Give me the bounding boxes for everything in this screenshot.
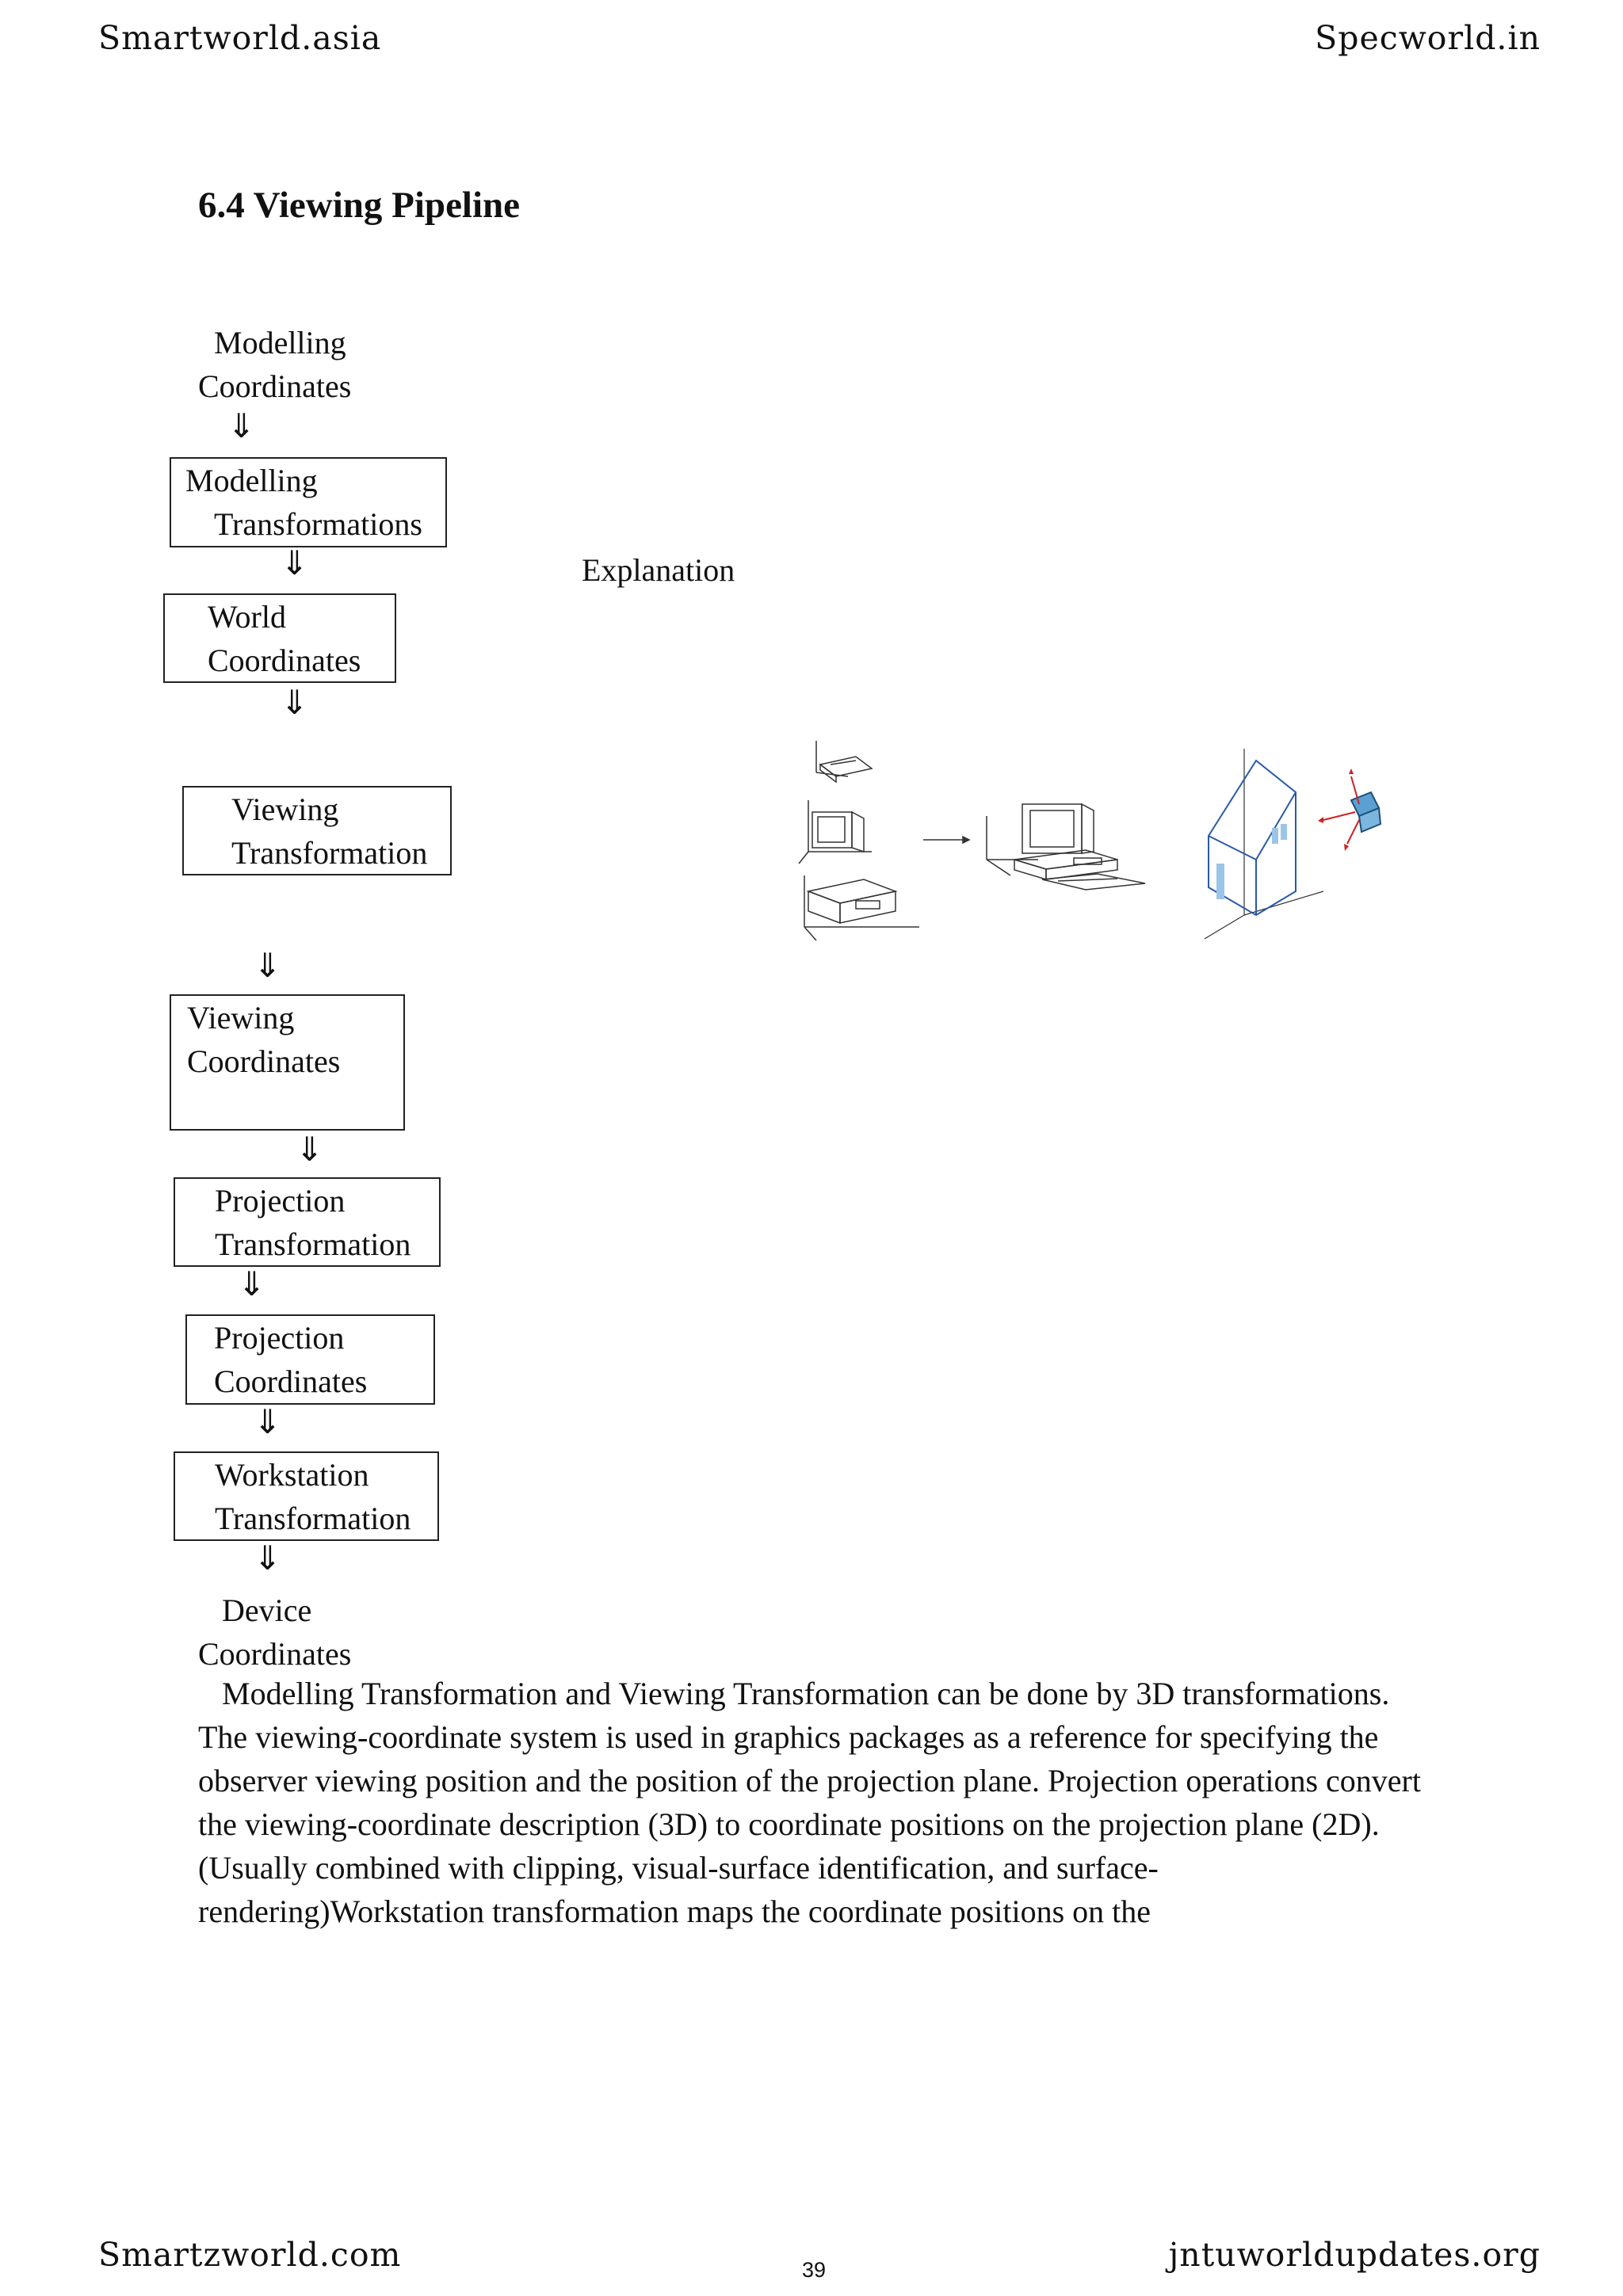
- step-label: World: [208, 599, 286, 635]
- computer-parts-icon: [798, 741, 919, 941]
- step-world-coordinates: World Coordinates: [163, 593, 396, 683]
- step-label: Projection: [215, 1183, 346, 1219]
- step-label: Viewing: [231, 791, 339, 827]
- house-with-camera-icon: [1204, 749, 1382, 940]
- step-modelling-transformations: Modelling Transformations: [170, 457, 447, 547]
- coordinate-illustration: [798, 741, 1382, 941]
- transform-arrow-icon: [923, 835, 971, 845]
- paragraph-line: observer viewing position and the positi…: [198, 1763, 1421, 1798]
- step-viewing-coordinates: Viewing Coordinates: [170, 994, 405, 1131]
- pipeline-start-label: Modelling Coordinates: [198, 321, 351, 408]
- flow-arrow: ⇓: [254, 1402, 282, 1441]
- paragraph-line: Modelling Transformation and Viewing Tra…: [222, 1676, 1390, 1711]
- end-label-line1: Device: [222, 1592, 312, 1628]
- paragraph-line: (Usually combined with clipping, visual-…: [198, 1850, 1159, 1886]
- step-label: Transformation: [215, 1501, 411, 1536]
- assembled-computer-icon: [986, 803, 1146, 891]
- paragraph-line: the viewing-coordinate description (3D) …: [198, 1806, 1380, 1842]
- step-label: Transformation: [215, 1226, 411, 1262]
- step-label: Modelling: [185, 463, 318, 498]
- end-label-line2: Coordinates: [198, 1636, 352, 1672]
- step-label: Viewing: [187, 1000, 295, 1035]
- flow-arrow: ⇓: [227, 406, 256, 445]
- section-title: 6.4 Viewing Pipeline: [198, 185, 521, 226]
- flow-arrow: ⇓: [281, 683, 309, 722]
- step-projection-coordinates: Projection Coordinates: [185, 1314, 435, 1405]
- pipeline-end-label: Device Coordinates: [198, 1589, 351, 1676]
- step-label: Coordinates: [208, 643, 361, 678]
- flow-arrow: ⇓: [254, 1539, 282, 1577]
- start-label-line2: Coordinates: [198, 368, 352, 404]
- flow-arrow: ⇓: [238, 1264, 266, 1303]
- flow-arrow: ⇓: [254, 946, 282, 985]
- paragraph-line: rendering)Workstation transformation map…: [198, 1894, 1151, 1929]
- flow-arrow: ⇓: [281, 543, 309, 582]
- page-number: 39: [802, 2258, 827, 2282]
- explanation-label: Explanation: [582, 552, 735, 588]
- footer-right: jntuworldupdates.org: [1168, 2236, 1541, 2274]
- step-label: Transformation: [231, 835, 428, 871]
- start-label-line1: Modelling: [214, 325, 346, 360]
- body-paragraph: Modelling Transformation and Viewing Tra…: [198, 1672, 1421, 1933]
- step-projection-transformation: Projection Transformation: [174, 1177, 441, 1267]
- step-label: Coordinates: [187, 1043, 341, 1079]
- step-label: Transformations: [214, 506, 422, 542]
- step-workstation-transformation: Workstation Transformation: [174, 1451, 439, 1541]
- step-label: Coordinates: [214, 1363, 368, 1399]
- header-left: Smartworld.asia: [98, 19, 382, 57]
- flow-arrow: ⇓: [296, 1130, 324, 1169]
- step-label: Workstation: [215, 1457, 369, 1493]
- footer-left: Smartzworld.com: [98, 2236, 402, 2274]
- step-label: Projection: [214, 1320, 345, 1356]
- header-right: Specworld.in: [1315, 19, 1541, 57]
- paragraph-line: The viewing-coordinate system is used in…: [198, 1719, 1379, 1755]
- step-viewing-transformation: Viewing Transformation: [182, 786, 452, 875]
